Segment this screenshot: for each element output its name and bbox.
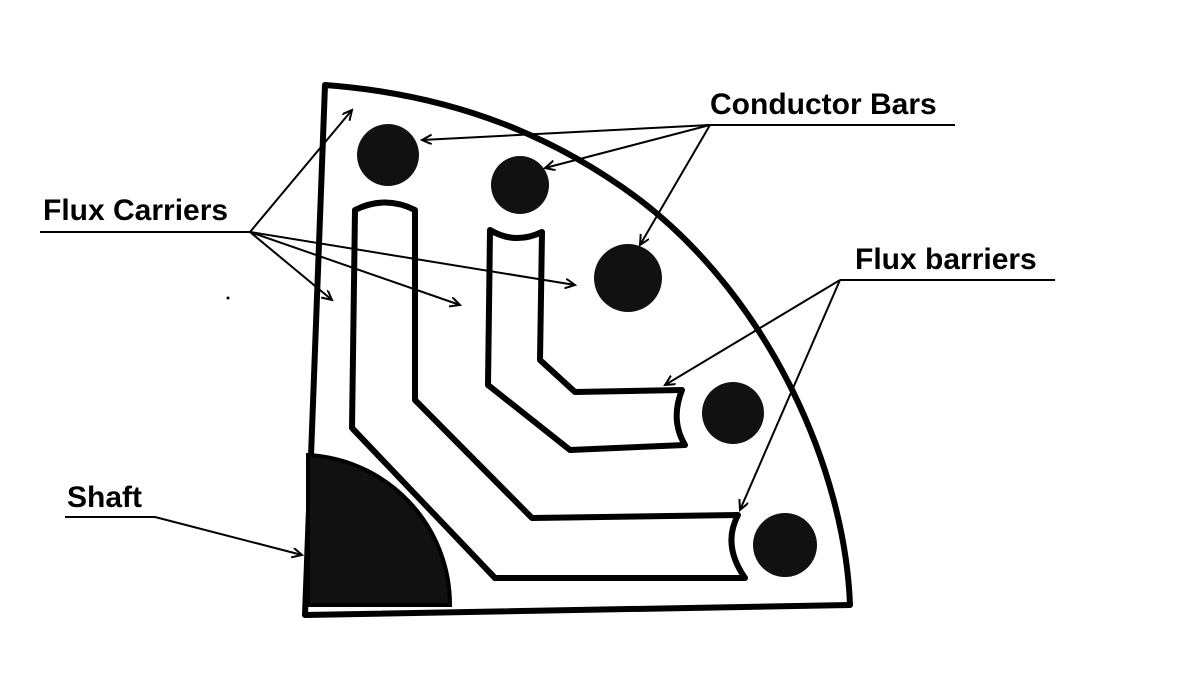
arrow-barrier-2 — [740, 279, 841, 510]
conductor-bar — [491, 156, 549, 214]
underline — [40, 231, 250, 233]
conductor-bar — [357, 124, 419, 186]
underline — [840, 279, 1055, 281]
conductor-bar — [753, 513, 817, 577]
arrow-shaft — [154, 516, 302, 555]
arrow-conductor-2 — [545, 124, 711, 168]
arrow-conductor-1 — [422, 124, 711, 140]
underline — [705, 124, 955, 126]
underline — [65, 516, 155, 518]
flux-barrier-inner — [485, 227, 688, 453]
shaft — [306, 452, 453, 607]
arrow-carrier-2 — [249, 231, 332, 300]
rotor-outline — [302, 82, 853, 618]
arrow-conductor-3 — [640, 124, 711, 245]
label-conductor-bars: Conductor Bars — [710, 88, 937, 121]
arrow-barrier-1 — [665, 279, 841, 385]
conductor-bar — [594, 244, 662, 312]
stray-dot — [226, 296, 230, 300]
label-flux-carriers: Flux Carriers — [43, 194, 229, 227]
label-flux-barriers: Flux barriers — [855, 243, 1037, 276]
arrow-carrier-4 — [249, 231, 575, 285]
label-shaft: Shaft — [67, 481, 142, 514]
flux-barrier-outer — [349, 199, 748, 581]
conductor-bar — [702, 382, 764, 444]
arrow-carrier-1 — [249, 110, 352, 233]
arrow-carrier-3 — [249, 231, 460, 305]
